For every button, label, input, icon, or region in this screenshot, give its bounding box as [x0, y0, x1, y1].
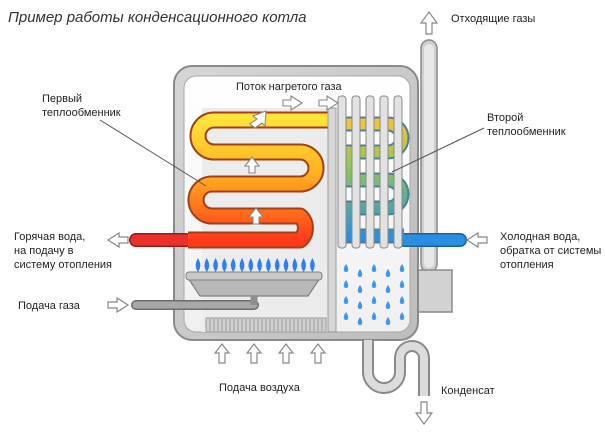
flame	[292, 258, 298, 272]
air-supply-arrows-icon	[213, 343, 327, 364]
condensate-droplet	[343, 280, 349, 288]
hot-gas-flow-label: Поток нагретого газа	[236, 81, 343, 93]
hot-gas-arrow-icon	[282, 94, 340, 112]
condensate-droplets	[343, 264, 405, 325]
condensate-droplet	[385, 269, 391, 277]
flame	[230, 258, 236, 272]
air-arrow-icon	[277, 343, 295, 364]
air-supply-label: Подача воздуха	[219, 382, 301, 394]
gas-in-arrow-icon	[107, 296, 130, 314]
condensate-droplet	[385, 317, 391, 325]
burner-flames	[195, 258, 315, 272]
flame	[248, 258, 254, 272]
air-intake-grille	[205, 317, 327, 333]
condensate-droplet	[399, 312, 405, 320]
condensate-droplet	[357, 285, 363, 293]
second-exchanger-label: Второй теплообменник	[487, 112, 566, 138]
air-arrow-icon	[245, 343, 263, 364]
exhaust-gases-label: Отходящие газы	[451, 13, 535, 25]
condensate-siphon	[362, 340, 430, 396]
condensate-droplet	[385, 285, 391, 293]
condensate-droplet	[399, 264, 405, 272]
separator-wall	[327, 107, 337, 333]
hot-water-out-arrow-icon	[106, 231, 129, 249]
flame	[283, 258, 289, 272]
cold-water-label: Холодная вода, обратка от системы отопле…	[500, 231, 604, 271]
condensate-droplet	[343, 296, 349, 304]
condensate-droplet	[371, 280, 377, 288]
condensate-droplet	[371, 312, 377, 320]
condensate-droplet	[343, 312, 349, 320]
flame	[213, 258, 218, 272]
condensate-droplet	[343, 264, 349, 272]
condensate-arrow-icon	[414, 401, 434, 426]
flame	[310, 258, 315, 272]
second-heat-exchanger	[337, 95, 410, 249]
flame	[274, 258, 280, 272]
condensate-label: Конденсат	[441, 385, 495, 397]
flame	[204, 258, 210, 272]
first-heat-exchanger-coil	[187, 111, 335, 249]
gas-supply-pipe	[131, 296, 259, 310]
condensate-droplet	[371, 264, 377, 272]
gas-direction-arrows-icon	[243, 110, 267, 225]
gas-supply-label: Подача газа	[18, 300, 81, 312]
first-exchanger-label: Первый теплообменник	[42, 93, 121, 119]
flame	[239, 258, 245, 272]
first-exchanger-leader	[99, 119, 207, 187]
exhaust-arrow-icon	[419, 10, 439, 35]
air-arrow-icon	[309, 343, 327, 364]
diagram-title: Пример работы конденсационного котла	[8, 9, 307, 26]
condensate-droplet	[399, 296, 405, 304]
condensate-droplet	[371, 296, 377, 304]
hot-water-label: Горячая вода, на подачу в систему отопле…	[14, 231, 112, 271]
condensate-droplet	[357, 269, 363, 277]
exchanger-fins	[337, 95, 403, 249]
burner	[185, 271, 323, 297]
second-exchanger-leader	[391, 127, 485, 173]
condensate-droplet	[357, 301, 363, 309]
flame	[266, 258, 271, 272]
flame	[257, 258, 262, 272]
condensate-droplet	[357, 317, 363, 325]
air-arrow-icon	[213, 343, 231, 364]
flame	[301, 258, 306, 272]
flame	[195, 258, 201, 272]
flame	[222, 258, 227, 272]
condensate-droplet	[399, 280, 405, 288]
cold-water-in-arrow-icon	[465, 231, 488, 249]
condensate-droplet	[385, 301, 391, 309]
